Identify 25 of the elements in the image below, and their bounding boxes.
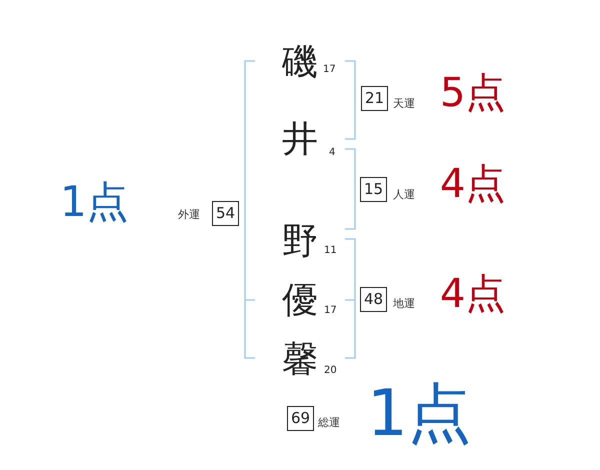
fortune-label: 地運 — [393, 298, 415, 309]
score-text: 1点 — [60, 181, 129, 223]
number-box: 48 — [360, 287, 387, 312]
fortune-label: 人運 — [393, 189, 415, 200]
number-box: 54 — [212, 201, 239, 226]
stroke-count: 20 — [324, 366, 337, 376]
number-box: 15 — [360, 177, 387, 202]
stroke-count: 17 — [324, 306, 337, 316]
score-text: 4点 — [440, 164, 506, 204]
stroke-count: 4 — [329, 148, 336, 158]
stroke-count: 11 — [324, 246, 337, 256]
fortune-label: 外運 — [178, 209, 200, 220]
kanji-character: 磯 — [282, 45, 318, 81]
fortune-label: 天運 — [393, 98, 415, 109]
score-text: 1点 — [367, 382, 472, 446]
kanji-character: 野 — [282, 224, 318, 260]
stroke-count: 17 — [323, 65, 336, 75]
kanji-character: 優 — [282, 283, 318, 319]
kanji-character: 井 — [282, 122, 318, 158]
fortune-label: 総運 — [318, 417, 340, 428]
kanji-character: 馨 — [282, 342, 318, 378]
number-box: 69 — [287, 406, 314, 431]
score-text: 5点 — [440, 73, 506, 113]
number-box: 21 — [361, 86, 388, 111]
score-text: 4点 — [440, 274, 506, 314]
